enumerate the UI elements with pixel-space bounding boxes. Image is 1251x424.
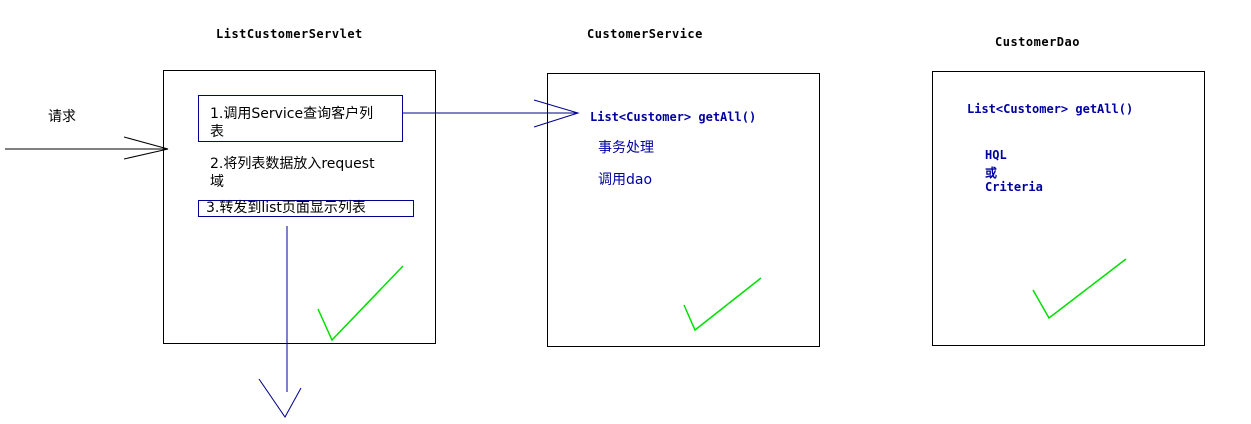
- forward-arrow: [258, 226, 302, 418]
- dao-item-criteria: Criteria: [985, 180, 1043, 194]
- dao-check-icon: [1032, 258, 1127, 320]
- dao-item-hql: HQL: [985, 148, 1007, 162]
- step2-line1: 2.将列表数据放入request: [210, 156, 375, 172]
- service-item-call-dao: 调用dao: [598, 172, 653, 188]
- step3-label: 3.转发到list页面显示列表: [206, 200, 366, 216]
- request-arrow: [5, 136, 169, 160]
- step1-line2: 表: [210, 124, 224, 140]
- servlet-check-icon: [317, 265, 404, 342]
- service-box: [547, 73, 820, 347]
- dao-title: CustomerDao: [995, 35, 1080, 49]
- dao-method: List<Customer> getAll(): [967, 102, 1134, 116]
- dao-box: [932, 71, 1205, 346]
- servlet-box: [163, 70, 436, 344]
- service-title: CustomerService: [587, 27, 703, 41]
- step2-line2: 域: [210, 174, 224, 190]
- servlet-to-service-arrow: [403, 99, 580, 128]
- dao-item-or: 或: [985, 166, 998, 180]
- service-check-icon: [683, 277, 762, 332]
- step3-box: [198, 200, 414, 217]
- step1-box: [198, 95, 403, 142]
- step1-line1: 1.调用Service查询客户列: [210, 106, 374, 122]
- request-label: 请求: [48, 109, 76, 125]
- service-item-transaction: 事务处理: [598, 140, 654, 156]
- service-method: List<Customer> getAll(): [590, 110, 757, 124]
- servlet-title: ListCustomerServlet: [216, 27, 363, 41]
